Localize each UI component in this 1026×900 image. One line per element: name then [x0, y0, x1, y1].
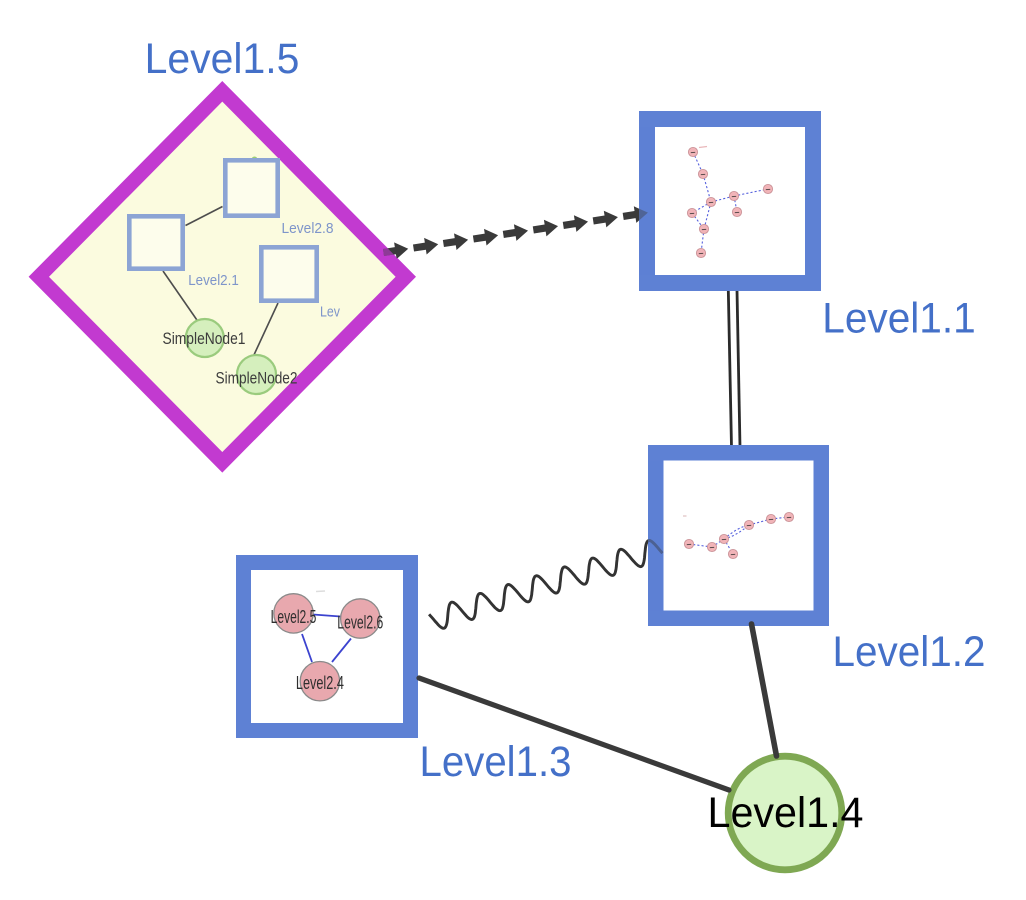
svg-text:Level1.3: Level1.3	[420, 738, 572, 786]
svg-text:SimpleNode2: SimpleNode2	[216, 369, 298, 387]
svg-text:Level1.2: Level1.2	[833, 628, 986, 676]
svg-text:Lev: Lev	[320, 305, 341, 321]
svg-text:Level1.4: Level1.4	[708, 789, 864, 837]
svg-text:Level2.5: Level2.5	[271, 607, 317, 627]
svg-text:Level2.8: Level2.8	[282, 221, 334, 237]
svg-text:Level1.5: Level1.5	[145, 35, 300, 83]
svg-text:SimpleNode1: SimpleNode1	[163, 330, 246, 348]
svg-text:Level2.4: Level2.4	[296, 673, 344, 693]
svg-text:Level2.1: Level2.1	[188, 273, 239, 289]
svg-text:Level2.6: Level2.6	[337, 612, 383, 632]
svg-text:Level1.1: Level1.1	[822, 295, 976, 343]
